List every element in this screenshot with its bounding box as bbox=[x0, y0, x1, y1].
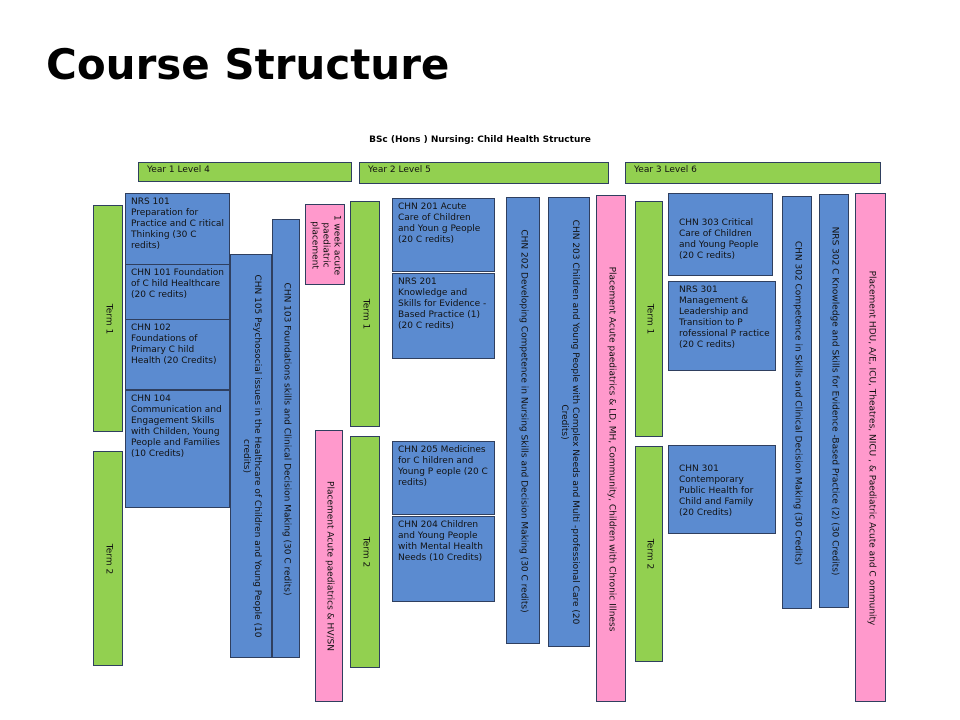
year2-term1: Term 1 bbox=[350, 201, 380, 427]
year2-header: Year 2 Level 5 bbox=[359, 162, 609, 184]
module-chn203: CHN 203 Children and Young People with C… bbox=[548, 197, 590, 647]
year1-term2: Term 2 bbox=[93, 451, 123, 666]
module-chn302-label: CHN 302 Competence in Skills and Clinica… bbox=[792, 240, 803, 565]
placement-year3: Placement HDU, A/E, ICU, Theatres, NICU … bbox=[855, 193, 886, 702]
module-chn204: CHN 204 Children and Young People with M… bbox=[392, 516, 495, 602]
term-label: Term 2 bbox=[644, 538, 655, 570]
diagram-subtitle: BSc (Hons ) Nursing: Child Health Struct… bbox=[369, 135, 591, 145]
term-label: Term 1 bbox=[644, 303, 655, 335]
module-nrs302: NRS 302 C Knowledge and Skills for Evide… bbox=[819, 194, 849, 608]
module-chn203-label: CHN 203 Children and Young People with C… bbox=[559, 219, 580, 625]
module-chn201: CHN 201 Acute Care of Children and Youn … bbox=[392, 198, 495, 272]
module-chn101: CHN 101 Foundation of C hild Healthcare … bbox=[125, 264, 230, 320]
module-chn303: CHN 303 Critical Care of Children and Yo… bbox=[668, 193, 773, 276]
year3-term1: Term 1 bbox=[635, 201, 663, 437]
term-label: Term 1 bbox=[360, 298, 371, 330]
module-nrs302-label: NRS 302 C Knowledge and Skills for Evide… bbox=[829, 226, 840, 576]
placement-year3-label: Placement HDU, A/E, ICU, Theatres, NICU … bbox=[866, 270, 876, 625]
year2-term2: Term 2 bbox=[350, 436, 380, 668]
term-label: Term 2 bbox=[360, 536, 371, 568]
module-nrs301: NRS 301 Management & Leadership and Tran… bbox=[668, 281, 776, 371]
placement-year1-label: Placement Acute paediatrics & HV/SN bbox=[324, 481, 335, 651]
module-chn102: CHN 102 Foundations of Primary C hild He… bbox=[125, 319, 230, 390]
module-chn205: CHN 205 Medicines for C hildren and Youn… bbox=[392, 441, 495, 515]
module-chn105-label: CHN 105 Psychosocial issues in the Healt… bbox=[241, 274, 262, 638]
placement-year2: Placement Acute paediatrics & LD, MH, Co… bbox=[596, 195, 626, 702]
module-chn302: CHN 302 Competence in Skills and Clinica… bbox=[782, 196, 812, 609]
year3-term2: Term 2 bbox=[635, 446, 663, 662]
year3-header: Year 3 Level 6 bbox=[625, 162, 881, 184]
module-chn301: CHN 301 Contemporary Public Health for C… bbox=[668, 445, 776, 534]
module-chn202: CHN 202 Developing Competence in Nursing… bbox=[506, 197, 540, 644]
placement-year1: Placement Acute paediatrics & HV/SN bbox=[315, 430, 343, 702]
term-label: Term 2 bbox=[103, 543, 114, 574]
module-nrs101: NRS 101 Preparation for Practice and C r… bbox=[125, 193, 230, 265]
placement-week1: 1 week acute paediatric placement bbox=[305, 204, 345, 285]
placement-week1-label: 1 week acute paediatric placement bbox=[309, 214, 342, 275]
year1-header: Year 1 Level 4 bbox=[138, 162, 352, 182]
module-chn103: CHN 103 Foundations skills and Clinical … bbox=[272, 219, 300, 658]
module-chn105: CHN 105 Psychosocial issues in the Healt… bbox=[230, 254, 272, 658]
term-label: Term 1 bbox=[103, 303, 114, 334]
year1-term1: Term 1 bbox=[93, 205, 123, 432]
module-chn202-label: CHN 202 Developing Competence in Nursing… bbox=[518, 228, 529, 613]
page-title: Course Structure bbox=[46, 40, 450, 89]
module-chn103-label: CHN 103 Foundations skills and Clinical … bbox=[281, 282, 292, 595]
module-nrs201: NRS 201 Knowledge and Skills for Evidenc… bbox=[392, 273, 495, 359]
module-chn104: CHN 104 Communication and Engagement Ski… bbox=[125, 390, 230, 508]
placement-year2-label: Placement Acute paediatrics & LD, MH, Co… bbox=[606, 266, 617, 631]
